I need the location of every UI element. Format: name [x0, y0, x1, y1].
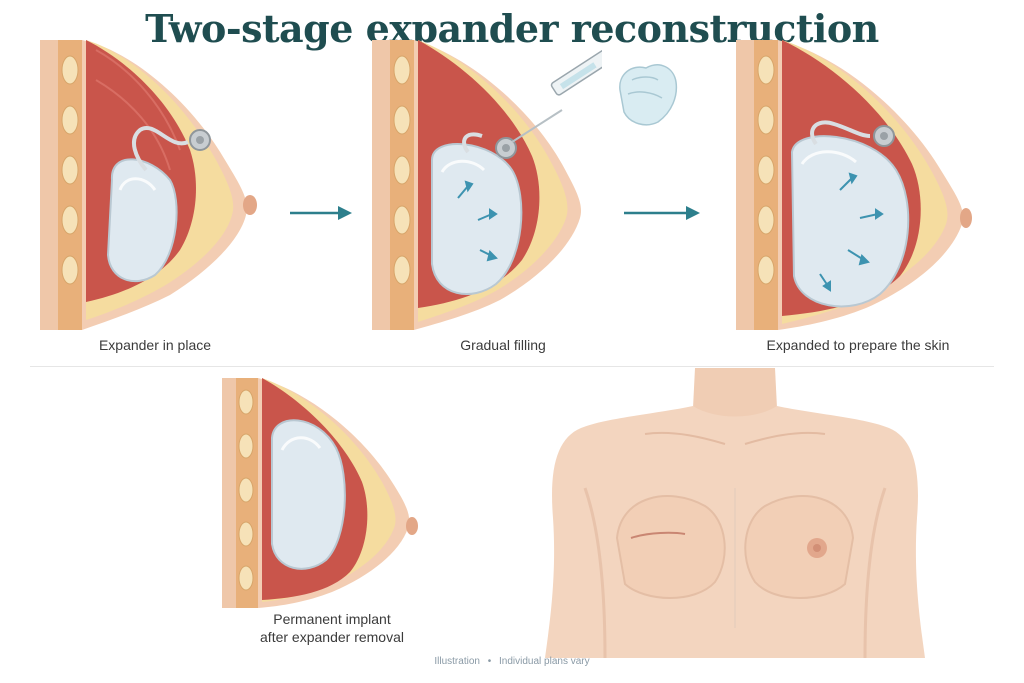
footer-right: Individual plans vary: [499, 656, 590, 667]
torso-figure: [545, 368, 925, 658]
cross-section-illustration: [736, 40, 972, 330]
footer-note: Illustration • Individual plans vary: [0, 656, 1024, 667]
arrow-right-icon: [624, 206, 700, 220]
stage-permanent-implant: [222, 378, 422, 608]
torso-illustration: [545, 368, 925, 658]
caption-stage4-line2: after expander removal: [260, 629, 404, 645]
stage-expanded: [736, 40, 972, 330]
arrow-right-icon: [290, 206, 352, 220]
gloved-hand-icon: [619, 64, 678, 126]
caption-stage4-line1: Permanent implant: [273, 611, 391, 627]
footer-left: Illustration: [434, 656, 480, 667]
cross-section-illustration: [40, 40, 257, 330]
caption-stage2: Gradual filling: [460, 337, 546, 353]
caption-stage4: Permanent implant after expander removal: [232, 610, 432, 646]
stage-gradual-filling: [372, 40, 678, 330]
caption-stage1: Expander in place: [98, 337, 212, 353]
footer-separator: •: [487, 656, 492, 667]
caption-stage3: Expanded to prepare the skin: [766, 337, 950, 353]
cross-section-illustration: [222, 378, 418, 608]
stage-expander-in-place: [40, 40, 270, 330]
cross-section-illustration: [372, 40, 602, 330]
section-divider: [30, 366, 994, 367]
